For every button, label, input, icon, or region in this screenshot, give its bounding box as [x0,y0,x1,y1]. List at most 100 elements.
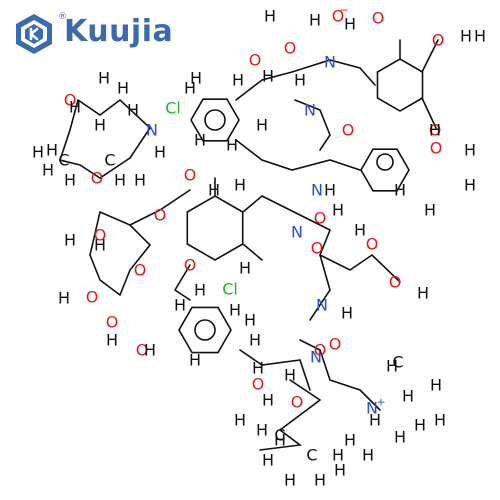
hydrogen-atom-28: H [424,201,436,220]
hydrogen-atom-9: H [98,69,110,88]
hydrogen-atom-51: H [256,421,268,440]
nitrogen-atom-0: N [324,53,336,72]
hydrogen-atom-49: H [284,366,296,385]
bond [242,195,263,213]
hydrogen-atom-39: H [106,331,118,350]
hydrogen-atom-33: H [417,284,429,303]
bond [319,253,401,283]
hydrogen-atom-41: H [194,281,206,300]
bond [186,195,244,261]
nitrogen-atom-7: N [366,399,378,418]
hydrogen-atom-37: H [64,231,76,250]
hydrogen-atom-64: H [386,357,398,376]
bond [89,211,152,297]
hydrogen-atom-12: H [127,101,139,120]
hydrogen-atom-18: H [64,171,76,190]
hydrogen-atom-52: H [274,431,286,450]
hydrogen-atom-61: H [394,428,406,447]
oxygen-atom-23: O [291,393,304,412]
hydrogen-atom-20: H [184,79,196,98]
hydrogen-atom-42: H [174,296,186,315]
hydrogen-atom-68: H [474,27,486,46]
oxygen-atom-25: O [314,341,327,360]
aromatic-ring-circle [194,319,216,341]
hydrogen-atom-2: H [344,15,356,34]
hydrogen-atom-6: H [294,71,306,90]
oxygen-atom-6: O [430,139,443,158]
oxygen-atom-2: O [284,39,297,58]
chlorine-atom-2: Cl [222,280,238,299]
hydrogen-atom-40: H [144,341,156,360]
hydrogen-atom-31: H [464,141,476,160]
hydrogen-atom-59: H [402,387,414,406]
oxygen-atom-24: O [252,375,265,394]
hydrogen-atom-5: H [232,71,244,90]
hydrogen-atom-26: H [324,181,336,200]
bond [190,98,240,142]
oxygen-atom-11: O [311,239,324,258]
bond [235,139,361,171]
hydrogen-atom-60: H [414,416,426,435]
hydrogen-atom-22: H [226,136,238,155]
bond [235,59,376,101]
hydrogen-atom-21: H [256,116,268,135]
hydrogen-atom-32: H [354,221,366,240]
hydrogen-atom-16: H [32,143,44,162]
oxygen-atom-1: O [372,9,385,28]
bond [129,189,191,226]
nitrogen-atom-6: N [310,348,322,367]
nitrogen-atom-3: N [311,181,323,200]
bond [58,98,152,179]
carbon-atom-4: C [274,426,285,445]
hydrogen-atom-66: H [434,411,446,430]
oxygen-atom-10: O [314,209,327,228]
hydrogen-atom-30: H [464,176,476,195]
bond [178,306,232,354]
bond [261,195,332,321]
hydrogen-atom-53: H [262,451,274,470]
hydrogen-atom-56: H [332,446,344,465]
oxygen-atom-18: O [136,341,149,360]
oxygen-atom-0: O [332,7,345,26]
bond-lines [58,39,439,451]
carbon-atom-1: C [58,151,69,170]
oxygen-atom-3: O [342,121,355,140]
hydrogen-atom-62: H [362,446,374,465]
hydrogen-atom-29: H [394,181,406,200]
hydrogen-atom-55: H [314,471,326,490]
hydrogen-atom-65: H [430,376,442,395]
negative-charge: − [339,4,348,17]
oxygen-atom-5: O [429,121,442,140]
nitrogen-atom-2: N [146,121,158,140]
hydrogen-atom-35: H [239,259,251,278]
oxygen-atom-17: O [106,313,119,332]
oxygen-atom-15: O [134,261,147,280]
oxygen-atom-12: O [366,235,379,254]
hydrogen-atom-11: H [94,116,106,135]
registered-mark: ® [58,12,67,22]
hydrogen-atom-63: H [334,461,346,480]
hydrogen-atom-38: H [58,289,70,308]
hydrogen-atom-8: H [117,79,129,98]
bond [376,58,424,112]
oxygen-atom-13: O [389,273,402,292]
hydrogen-atom-45: H [244,311,256,330]
hydrogen-atom-13: H [154,143,166,162]
hydrogen-atom-48: H [262,391,274,410]
hydrogen-atom-15: H [46,141,58,160]
hydrogen-atom-17: H [42,161,54,180]
brand-name: Kuujia [64,14,174,49]
hydrogen-atom-46: H [249,331,261,350]
hydrogen-atom-67: H [429,121,441,140]
carbon-atom-0: C [104,151,115,170]
hydrogen-atom-24: H [208,181,220,200]
hydrogen-atom-0: H [264,7,276,26]
nitrogen-atom-4: N [291,223,303,242]
oxygen-atom-4: O [249,51,262,70]
hydrogen-atom-4: H [190,69,202,88]
kuujia-logo: ® Kuujia [12,10,212,60]
hydrogen-atom-54: H [284,471,296,490]
kuujia-logo-icon [16,14,52,54]
nitrogen-atom-5: N [316,296,328,315]
